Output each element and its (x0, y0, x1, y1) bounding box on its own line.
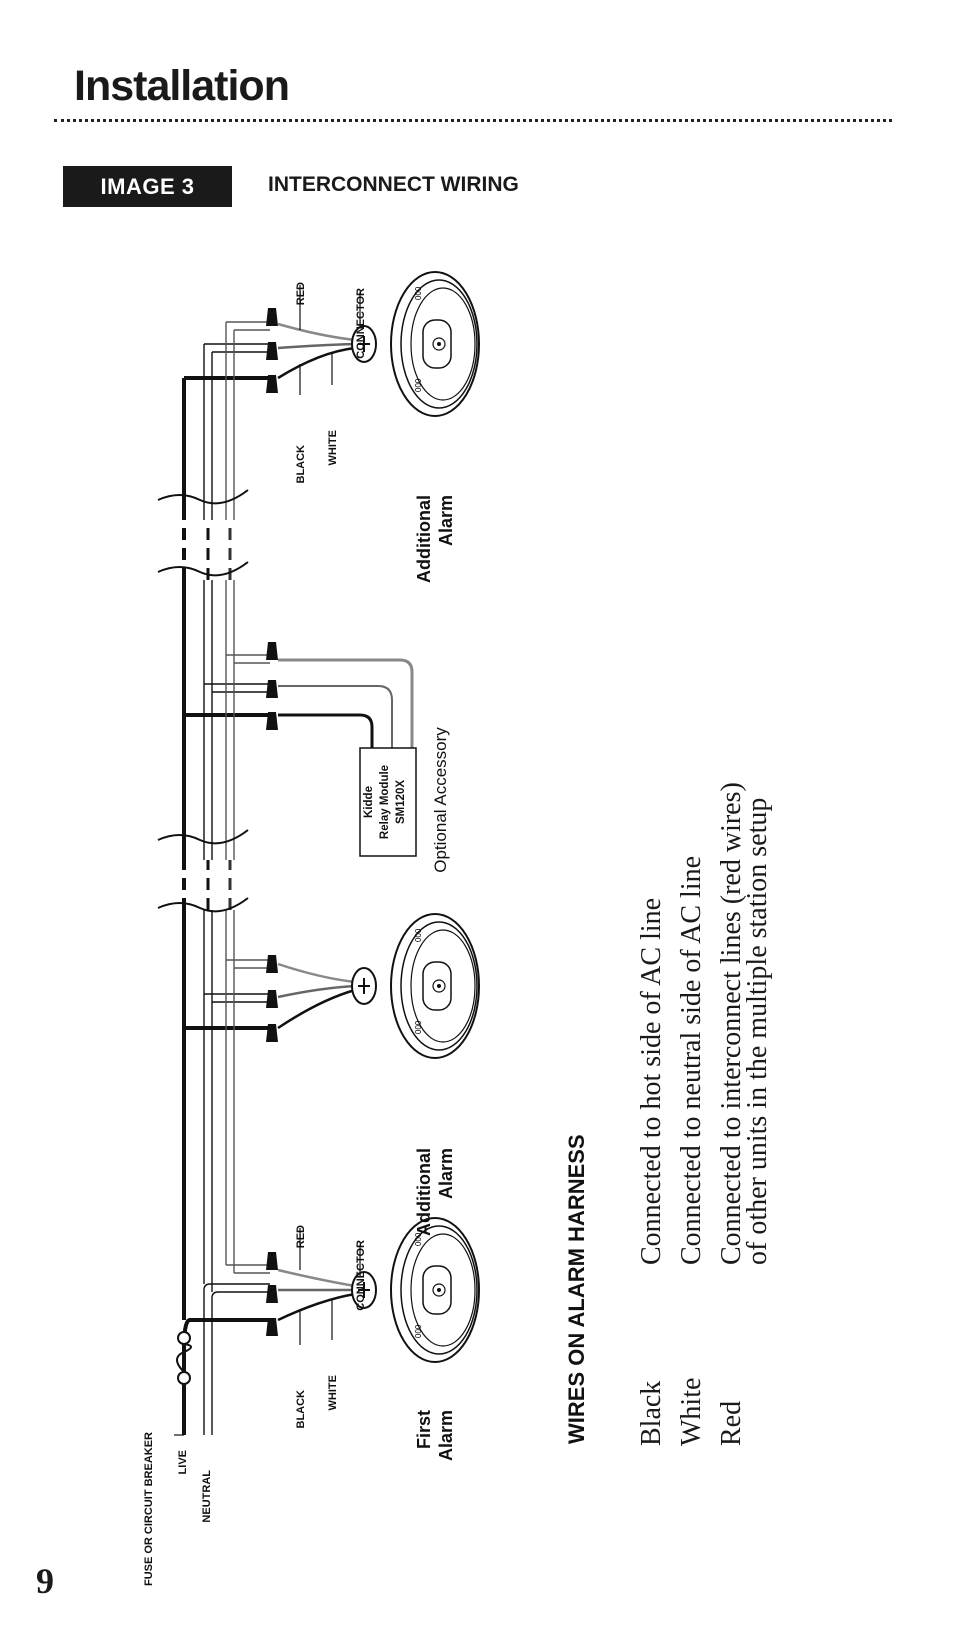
additional-alarm-device (390, 913, 480, 1059)
relay-module-line1: Kidde (363, 786, 375, 818)
red-label-first: RED (295, 1225, 307, 1248)
dotted-divider (54, 119, 892, 122)
additional-alarm-label-1: Additional (414, 1148, 434, 1236)
page-number: 9 (36, 1561, 54, 1601)
legend-heading: WIRES ON ALARM HARNESS (564, 1134, 589, 1444)
legend-color-red: Red (716, 1401, 747, 1446)
figure-caption: INTERCONNECT WIRING (268, 173, 519, 196)
legend-color-white: White (676, 1378, 707, 1446)
white-label-first: WHITE (327, 1375, 339, 1410)
relay-module-box (359, 747, 417, 857)
wire-break-marks (157, 489, 249, 913)
legend-desc-red-1: Connected to interconnect lines (red wir… (716, 782, 747, 1265)
black-label-top: BLACK (295, 445, 307, 484)
first-alarm-label-1: First (414, 1410, 434, 1449)
black-label-first: BLACK (295, 1390, 307, 1429)
neutral-bus (203, 343, 270, 1435)
figure-badge: IMAGE 3 (63, 166, 232, 207)
wire-nuts (266, 308, 278, 1336)
top-alarm-label-1: Additional (414, 495, 434, 583)
optional-accessory-label: Optional Accessory (431, 727, 450, 873)
top-alarm-device (390, 271, 480, 417)
legend-desc-black: Connected to hot side of AC line (636, 898, 667, 1265)
interconnect-bus (225, 321, 270, 1274)
red-label-top: RED (295, 282, 307, 305)
connector-label-top: CONNECTOR (355, 288, 367, 359)
neutral-label: NEUTRAL (201, 1470, 213, 1523)
legend-color-black: Black (636, 1381, 667, 1446)
connector-label-first: CONNECTOR (355, 1240, 367, 1311)
legend-desc-white: Connected to neutral side of AC line (676, 856, 707, 1265)
first-alarm-device (390, 1217, 480, 1363)
relay-module-line3: SM120X (395, 780, 407, 824)
page-title: Installation (74, 62, 290, 110)
live-label: LIVE (177, 1450, 189, 1474)
live-wire (182, 1318, 270, 1435)
relay-module-line2: Relay Module (379, 765, 391, 839)
legend-desc-red-2: of other units in the multiple station s… (742, 798, 773, 1265)
additional-alarm-label-2: Alarm (436, 1148, 456, 1199)
fuse-label: FUSE OR CIRCUIT BREAKER (143, 1432, 155, 1586)
white-label-top: WHITE (327, 430, 339, 465)
additional-alarm-connector (351, 967, 377, 1005)
top-alarm-label-2: Alarm (436, 495, 456, 546)
fuse-icon (176, 1331, 192, 1385)
first-alarm-label-2: Alarm (436, 1410, 456, 1461)
